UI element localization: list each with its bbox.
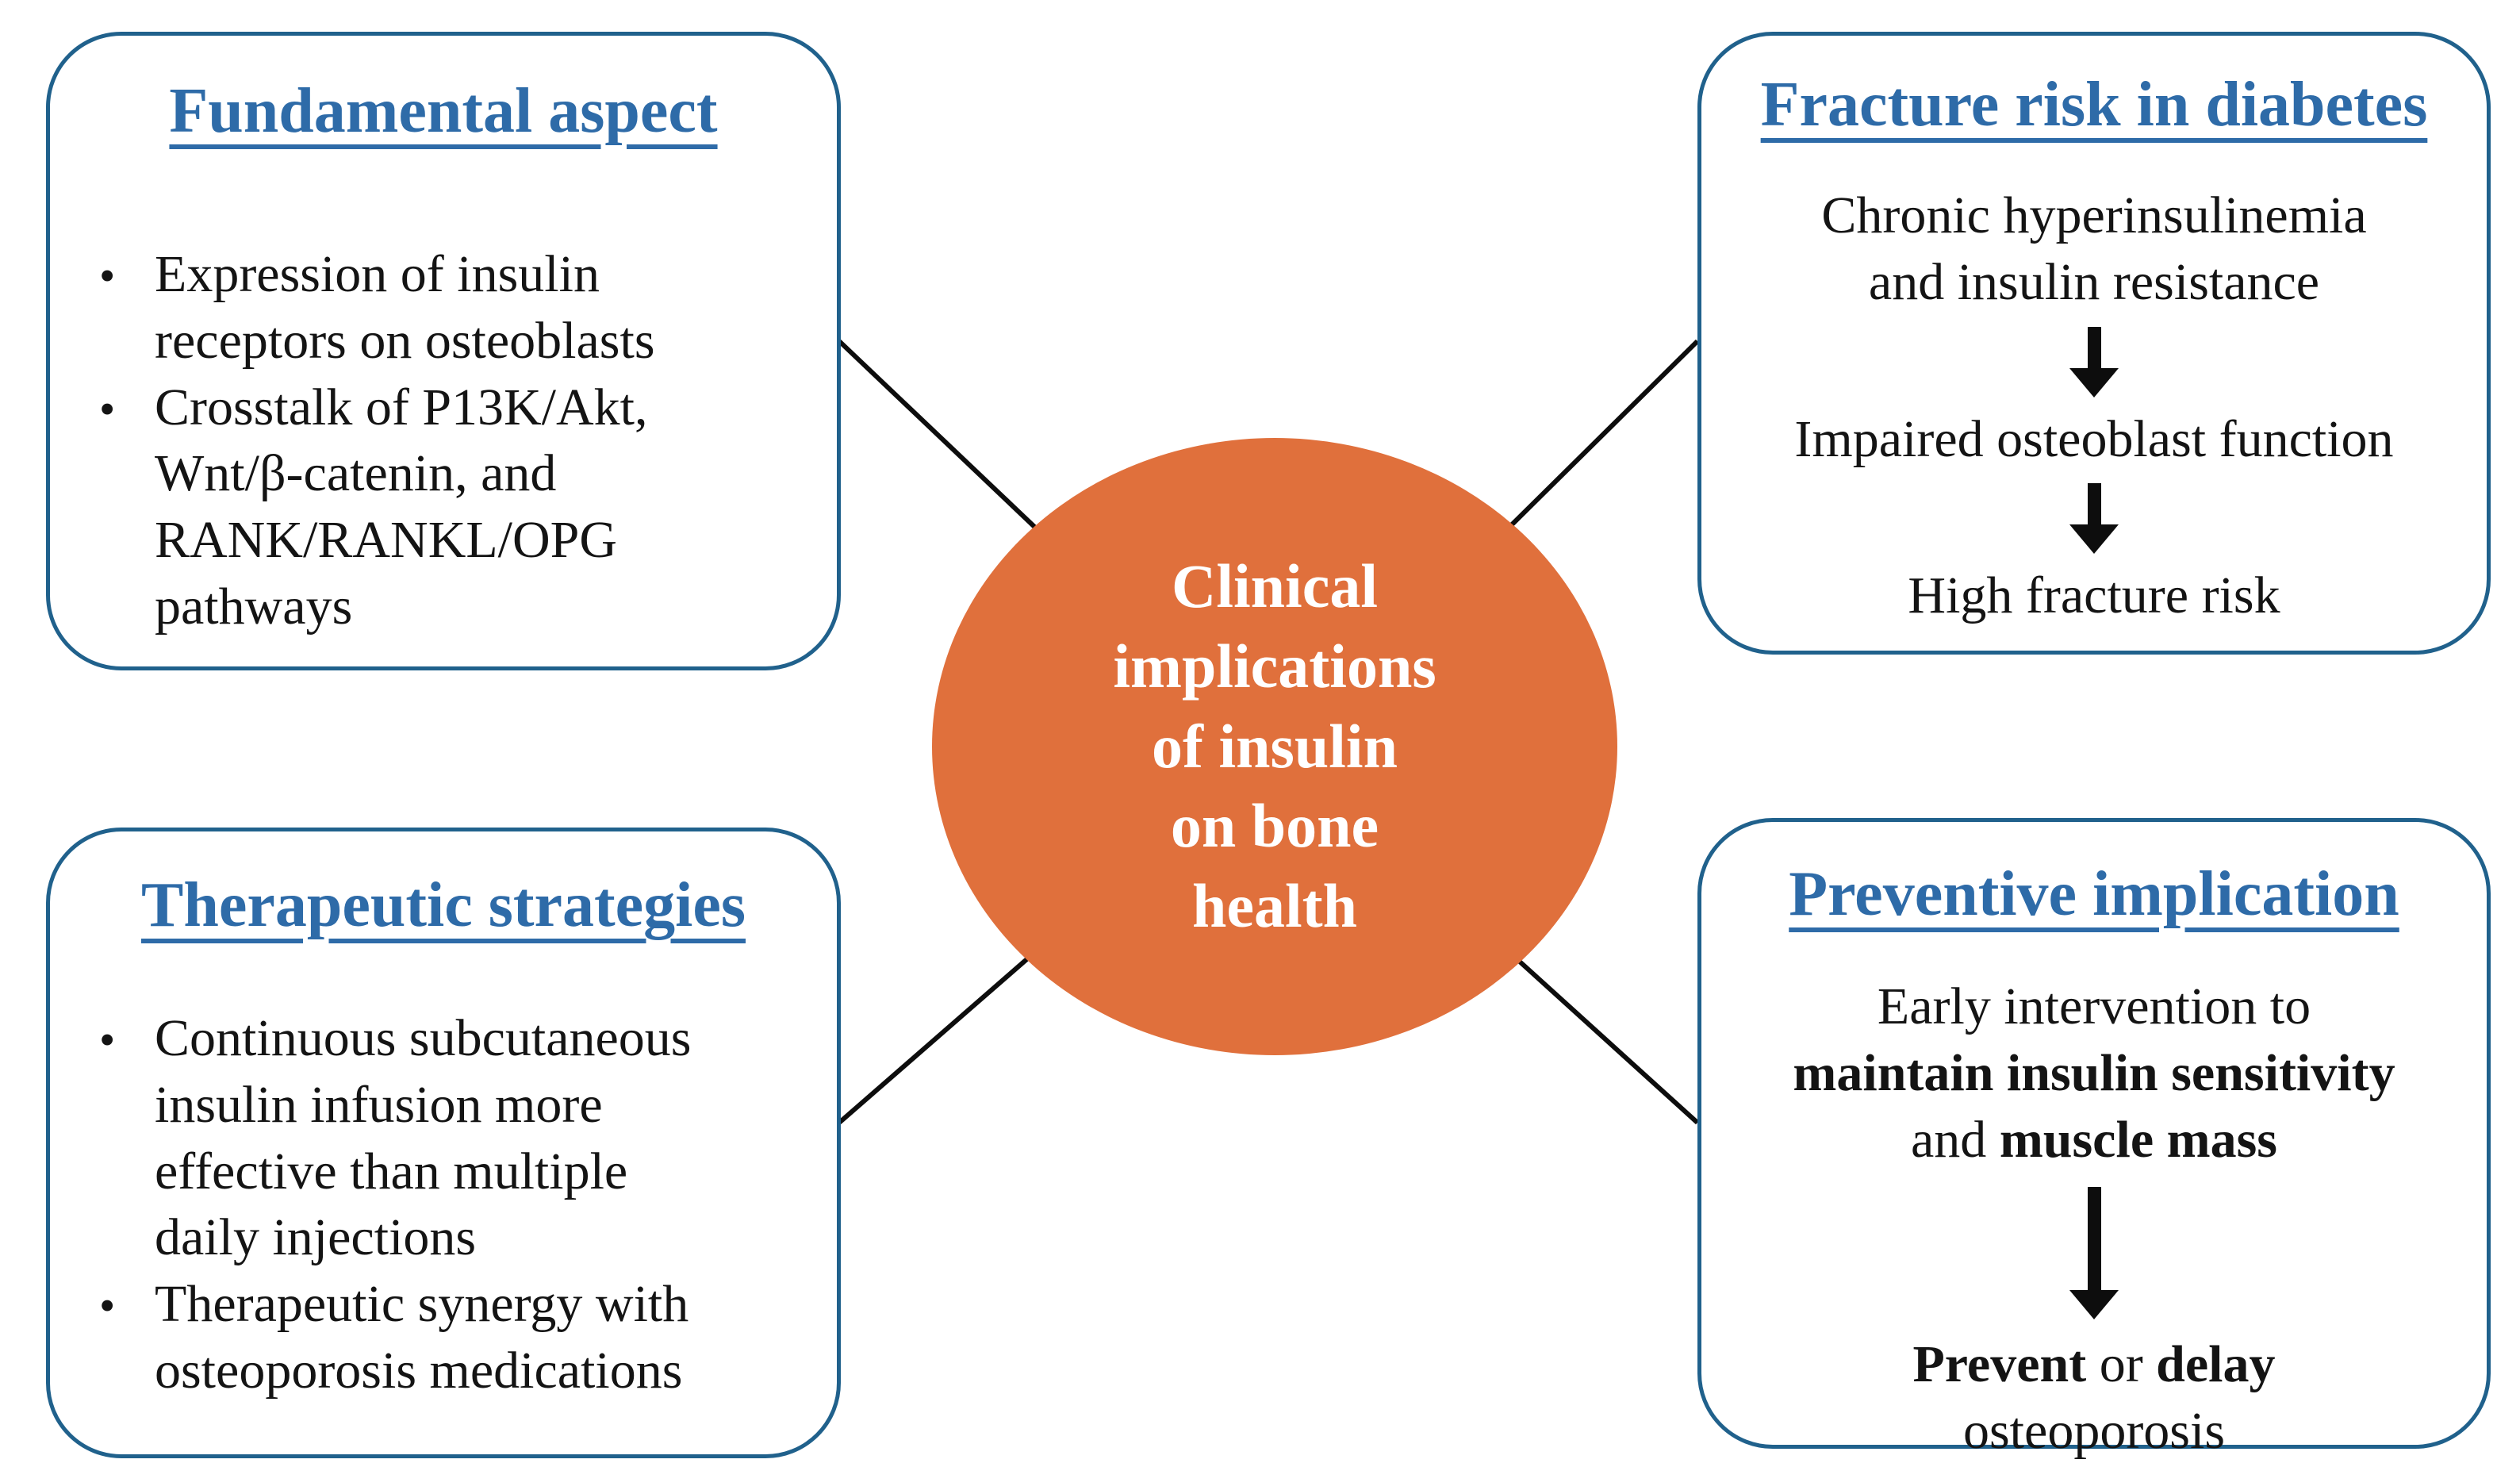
flow-step: Prevent or delay osteoporosis <box>1912 1331 2275 1465</box>
bullet-icon <box>99 241 155 309</box>
list-item: Continuous subcutaneous insulin infusion… <box>99 1005 805 1271</box>
flow-step-line: Prevent or delay <box>1912 1331 2275 1398</box>
flow-step: Early intervention to maintain insulin s… <box>1793 974 2395 1173</box>
list-item-text: Continuous subcutaneous insulin infusion… <box>155 1009 692 1267</box>
flow-step: Impaired osteoblast function <box>1794 409 2394 468</box>
arrow-down-icon <box>2087 483 2101 525</box>
flow-step-line: and muscle mass <box>1793 1107 2395 1173</box>
flow-step-line: Chronic hyperinsulinemia <box>1821 186 2367 244</box>
therapeutic-strategies-list: Continuous subcutaneous insulin infusion… <box>50 1005 837 1404</box>
therapeutic-strategies-title: Therapeutic strategies <box>140 870 746 940</box>
arrow-down-icon <box>2087 326 2101 368</box>
center-ellipse-line: on bone <box>1170 791 1379 861</box>
preventive-implication-box: Preventive implication Early interventio… <box>1697 818 2491 1460</box>
bullet-icon <box>99 1271 155 1339</box>
fracture-risk-flow: Chronic hyperinsulinemia and insulin res… <box>1701 182 2487 629</box>
therapeutic-strategies-box: Therapeutic strategies Continuous subcut… <box>46 828 841 1458</box>
list-item-text: Therapeutic synergy with osteoporosis me… <box>155 1275 689 1400</box>
bullet-icon <box>99 1005 155 1073</box>
list-item: Crosstalk of P13K/Akt, Wnt/β-catenin, an… <box>99 374 805 640</box>
fundamental-aspect-title: Fundamental aspect <box>169 76 718 146</box>
flow-step-text-bold: Prevent <box>1912 1335 2087 1394</box>
fundamental-aspect-box: Fundamental aspect Expression of insulin… <box>46 32 841 670</box>
flow-step-text-bold: delay <box>2156 1335 2276 1394</box>
center-ellipse: Clinical implications of insulin on bone… <box>932 438 1617 1055</box>
flow-step-line: Early intervention to <box>1877 977 2311 1035</box>
flow-step-line: and insulin resistance <box>1868 252 2320 311</box>
preventive-implication-flow: Early intervention to maintain insulin s… <box>1701 974 2487 1465</box>
bullet-icon <box>99 374 155 443</box>
flow-step-text: or <box>2099 1335 2143 1394</box>
center-ellipse-line: Clinical <box>1171 551 1378 621</box>
center-ellipse-line: of insulin <box>1152 711 1398 781</box>
preventive-implication-title: Preventive implication <box>1789 859 2399 929</box>
center-ellipse-line: health <box>1191 870 1358 940</box>
list-item-text: Crosstalk of P13K/Akt, Wnt/β-catenin, an… <box>155 378 648 636</box>
list-item-text: Expression of insulin receptors on osteo… <box>155 245 655 370</box>
fracture-risk-title: Fracture risk in diabetes <box>1760 70 2428 140</box>
arrow-down-icon <box>2087 1187 2101 1291</box>
center-ellipse-line: implications <box>1113 632 1436 701</box>
flow-step: High fracture risk <box>1908 566 2280 625</box>
flow-step-text: and <box>1911 1110 1987 1169</box>
fracture-risk-box: Fracture risk in diabetes Chronic hyperi… <box>1697 32 2491 655</box>
flow-step: Chronic hyperinsulinemia and insulin res… <box>1821 182 2366 316</box>
flow-step-line: osteoporosis <box>1963 1402 2225 1461</box>
flow-step-text-bold: muscle mass <box>1999 1110 2277 1169</box>
fundamental-aspect-list: Expression of insulin receptors on osteo… <box>50 241 837 640</box>
center-ellipse-text: Clinical implications of insulin on bone… <box>1113 547 1436 946</box>
list-item: Expression of insulin receptors on osteo… <box>99 241 805 374</box>
flow-step-line: maintain insulin sensitivity <box>1793 1043 2395 1102</box>
list-item: Therapeutic synergy with osteoporosis me… <box>99 1271 805 1404</box>
